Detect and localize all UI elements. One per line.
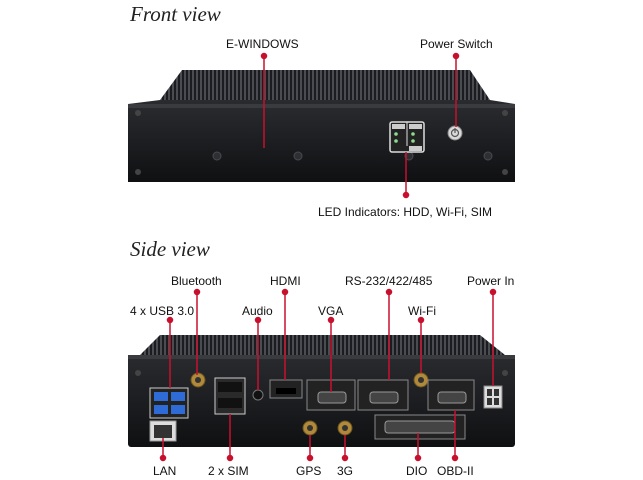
- power-switch-button: [447, 125, 463, 141]
- front-view-title: Front view: [130, 2, 221, 26]
- rs232-port: [357, 379, 409, 411]
- audio-jack: [252, 389, 264, 401]
- dio-port: [374, 414, 466, 440]
- label-hdmi: HDMI: [270, 274, 301, 288]
- obd-port: [427, 379, 475, 411]
- hdmi-port: [269, 379, 303, 399]
- label-lan: LAN: [153, 464, 177, 478]
- label-led-indicators: LED Indicators: HDD, Wi-Fi, SIM: [318, 205, 493, 219]
- label-ewindows: E-WINDOWS: [226, 37, 299, 51]
- wifi-antenna: [413, 372, 429, 388]
- bluetooth-antenna: [190, 372, 206, 388]
- label-power-in: Power In: [467, 274, 515, 288]
- label-rs232: RS-232/422/485: [345, 274, 433, 288]
- label-obd: OBD-II: [437, 464, 474, 478]
- label-bluetooth: Bluetooth: [171, 274, 222, 288]
- led-indicator-panel: [389, 121, 425, 153]
- label-usb: 4 x USB 3.0: [130, 304, 195, 318]
- label-vga: VGA: [318, 304, 344, 318]
- label-sim: 2 x SIM: [208, 464, 249, 478]
- label-3g: 3G: [337, 464, 354, 478]
- label-wifi: Wi-Fi: [408, 304, 436, 318]
- label-audio: Audio: [242, 304, 273, 318]
- power-in-connector: [483, 385, 503, 409]
- label-dio: DIO: [406, 464, 428, 478]
- lan-port: [149, 420, 177, 442]
- side-view-title: Side view: [130, 237, 210, 261]
- label-gps: GPS: [296, 464, 322, 478]
- usb-ports: [149, 387, 189, 419]
- label-power-switch: Power Switch: [420, 37, 493, 51]
- 3g-antenna: [337, 420, 353, 436]
- callout-lines: [159, 52, 497, 462]
- gps-antenna: [302, 420, 318, 436]
- sim-slots: [214, 377, 246, 415]
